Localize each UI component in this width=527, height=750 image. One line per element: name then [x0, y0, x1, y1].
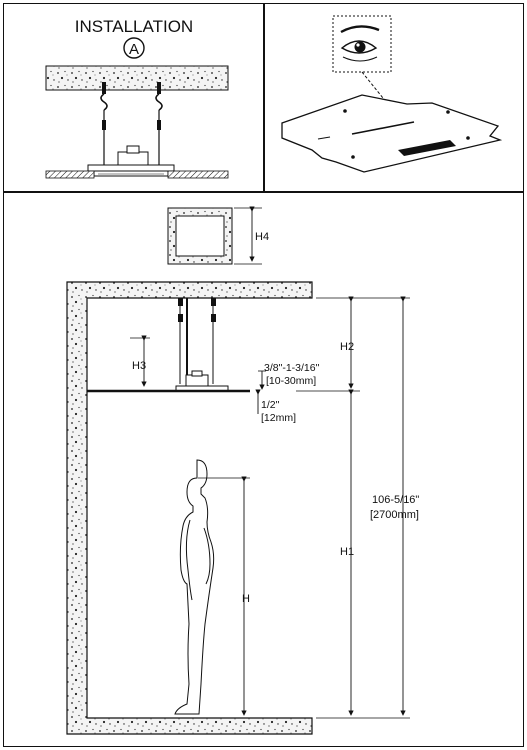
room-structure [66, 281, 313, 735]
ceiling-anchor-right [155, 82, 163, 111]
label-height-mm: [2700mm] [370, 509, 419, 521]
concrete-slab [45, 65, 229, 91]
panel-b-content [281, 15, 503, 173]
nozzle-strip [398, 140, 456, 156]
panel-c-content: H4 H3 3/8"-1-3/16" [10-30mm] [66, 206, 419, 735]
label-thick-mm: [12mm] [261, 412, 296, 424]
ceiling-plate [281, 94, 503, 173]
shower-unit [175, 370, 229, 392]
ceiling-anchor-left [100, 82, 108, 111]
installation-title: INSTALLATION [75, 17, 193, 36]
h4-section: H4 [167, 206, 269, 265]
label-height-in: 106-5/16" [372, 494, 419, 506]
panel-dimensions [3, 191, 524, 747]
label-h: H [242, 593, 250, 605]
step-a-letter: A [129, 41, 139, 58]
ceiling-hangers [178, 298, 216, 384]
false-ceiling-left [45, 170, 95, 179]
panel-installation [3, 3, 265, 193]
person-silhouette [174, 459, 215, 715]
label-h3: H3 [132, 360, 146, 372]
eye-icon [340, 25, 380, 62]
false-ceiling-right [167, 170, 229, 179]
step-a-badge: A [123, 37, 145, 59]
label-h1: H1 [340, 546, 354, 558]
label-gap-in: 3/8"-1-3/16" [264, 362, 320, 374]
shower-head-unit [87, 145, 175, 177]
label-h4: H4 [255, 231, 269, 243]
panel-ceiling-view [263, 3, 524, 193]
label-h2: H2 [340, 341, 354, 353]
label-gap-mm: [10-30mm] [266, 375, 316, 387]
label-thick-in: 1/2" [261, 399, 280, 411]
panel-a-content: INSTALLATION A [45, 17, 229, 179]
